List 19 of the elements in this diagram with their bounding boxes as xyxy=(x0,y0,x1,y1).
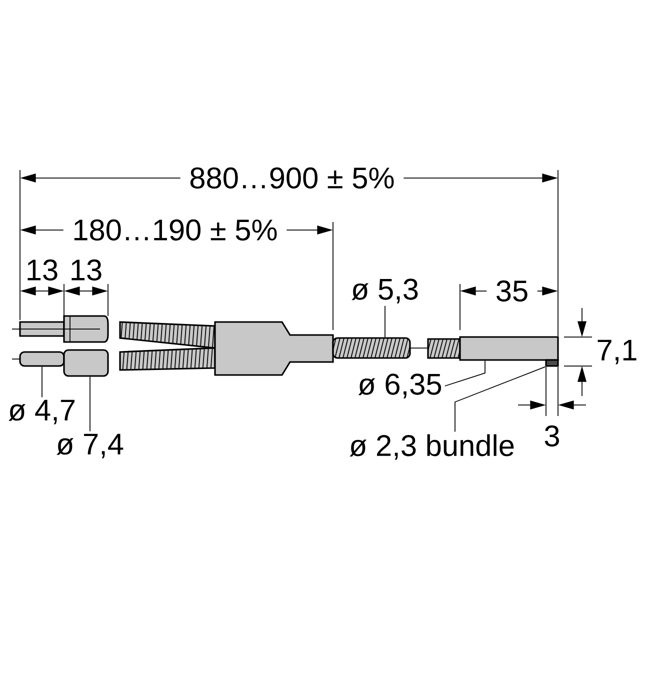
fiber-bundle-tip xyxy=(545,359,559,367)
ferrule-pin xyxy=(19,351,65,367)
dimension-text: 3 xyxy=(544,425,559,447)
dimension-text: 880…900 ± 5% xyxy=(180,166,404,190)
dimension-text: ø 2,3 bundle xyxy=(350,434,514,460)
dimension-text: 7,1 xyxy=(598,340,636,364)
cable xyxy=(332,337,411,359)
dimension-text: ø 7,4 xyxy=(56,434,124,458)
leader-line xyxy=(384,305,386,338)
dimension-text: 180…190 ± 5% xyxy=(63,218,287,242)
leader-line xyxy=(454,366,546,432)
dimension-text: ø 5,3 xyxy=(352,278,418,304)
dimension-text: ø 4,7 xyxy=(8,400,74,424)
leader-line xyxy=(444,360,486,386)
dimension-text: ø 6,35 xyxy=(358,374,442,398)
dimension-text: 13 xyxy=(28,259,58,281)
dimension-text: 35 xyxy=(486,278,538,304)
dimension-text: 13 xyxy=(72,259,102,281)
ferrule xyxy=(63,349,109,377)
